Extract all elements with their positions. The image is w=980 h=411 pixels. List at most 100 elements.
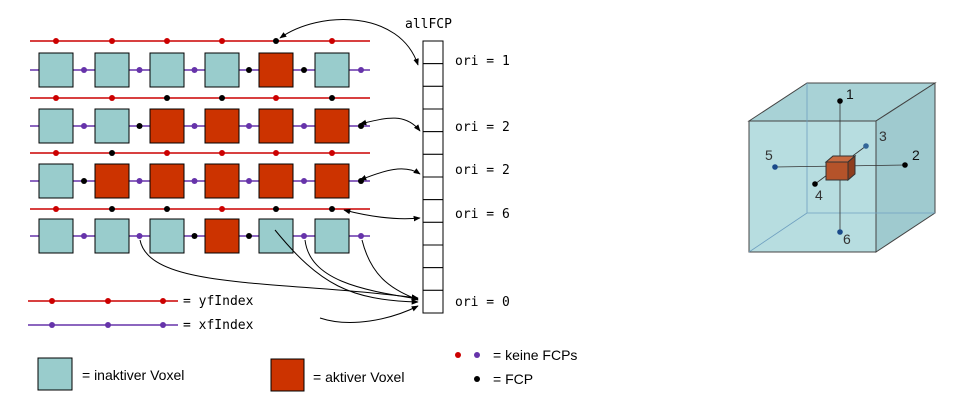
fcp-point-3 bbox=[863, 143, 869, 149]
active-voxel bbox=[314, 108, 350, 144]
voxel-legend: = inaktiver Voxel = aktiver Voxel bbox=[37, 357, 404, 392]
active-voxel bbox=[258, 108, 294, 144]
xf-point bbox=[81, 233, 87, 239]
active-voxel bbox=[258, 163, 294, 199]
cube-hidden-edge bbox=[748, 212, 808, 253]
fcp-point bbox=[273, 206, 279, 212]
array-cell bbox=[422, 267, 444, 291]
yf-point bbox=[219, 150, 225, 156]
xf-point bbox=[301, 178, 307, 184]
fcp-point-1 bbox=[837, 98, 843, 104]
xf-legend-label: = xfIndex bbox=[183, 318, 254, 333]
inactive-voxel bbox=[38, 52, 74, 88]
fcp-point bbox=[109, 206, 115, 212]
fcp-point-icon bbox=[474, 376, 480, 382]
yf-point bbox=[109, 95, 115, 101]
fcp-point bbox=[136, 123, 143, 129]
arrow-ori-0b bbox=[304, 239, 419, 301]
array-label-2: ori = 2 bbox=[455, 120, 510, 135]
array-cell bbox=[422, 153, 444, 178]
arrow-ori-0e bbox=[319, 305, 419, 323]
yf-point bbox=[53, 150, 59, 156]
fcp-label: = FCP bbox=[493, 371, 533, 387]
yf-point bbox=[164, 38, 170, 44]
direction-label-2: 2 bbox=[912, 147, 920, 163]
array-cell bbox=[422, 199, 444, 223]
cube-illustration: 1 2 3 4 5 6 bbox=[747, 82, 937, 253]
xf-legend-dot bbox=[105, 322, 111, 328]
arrow-ori-6 bbox=[343, 208, 421, 222]
inactive-voxel bbox=[204, 52, 240, 88]
active-voxel-label: = aktiver Voxel bbox=[313, 369, 404, 385]
arrow-ori-2a bbox=[359, 117, 421, 132]
active-voxel bbox=[149, 163, 185, 199]
pointer-arrows bbox=[139, 19, 421, 323]
yf-point bbox=[219, 206, 225, 212]
xf-point bbox=[136, 67, 143, 73]
arrow-ori-1 bbox=[279, 19, 419, 66]
center-voxel-front bbox=[825, 161, 849, 181]
xf-point bbox=[301, 123, 307, 129]
fcp-point bbox=[273, 38, 279, 44]
inactive-voxel bbox=[94, 108, 130, 144]
xf-point bbox=[136, 178, 143, 184]
yf-legend-dot bbox=[160, 298, 166, 304]
inactive-voxel bbox=[38, 108, 74, 144]
xf-point bbox=[246, 123, 252, 129]
fcp-point-4 bbox=[812, 181, 818, 187]
fcp-point bbox=[329, 206, 335, 212]
xf-point bbox=[136, 233, 143, 239]
inactive-voxel-swatch bbox=[37, 357, 73, 391]
yf-point bbox=[164, 150, 170, 156]
point-legend: = keine FCPs = FCP bbox=[455, 347, 577, 387]
active-voxel bbox=[204, 163, 240, 199]
array-cell bbox=[422, 289, 444, 314]
direction-label-1: 1 bbox=[846, 86, 854, 102]
inactive-voxel bbox=[94, 52, 130, 88]
array-label-5: ori = 0 bbox=[455, 295, 510, 310]
yf-point bbox=[53, 206, 59, 212]
inactive-voxel bbox=[314, 218, 350, 254]
array-cell bbox=[422, 221, 444, 246]
array-cell bbox=[422, 131, 444, 155]
yf-point bbox=[53, 38, 59, 44]
fcp-point bbox=[164, 95, 170, 101]
array-cells bbox=[422, 40, 444, 314]
yf-legend-label: = yfIndex bbox=[183, 294, 254, 309]
fcp-point bbox=[191, 233, 198, 239]
inactive-voxel bbox=[258, 218, 294, 254]
array-cell bbox=[422, 85, 444, 110]
array-cell bbox=[422, 108, 444, 133]
inactive-voxel bbox=[314, 52, 350, 88]
xf-point bbox=[81, 67, 87, 73]
yf-point bbox=[219, 38, 225, 44]
fcp-point bbox=[246, 233, 252, 239]
fcp-point bbox=[219, 95, 225, 101]
yf-legend-dot bbox=[105, 298, 111, 304]
active-voxel bbox=[258, 52, 294, 88]
fcp-point bbox=[301, 67, 307, 73]
xf-point bbox=[81, 123, 87, 129]
array-cell bbox=[422, 244, 444, 269]
purple-point-icon bbox=[474, 352, 480, 358]
direction-label-5: 5 bbox=[765, 147, 773, 163]
fcp-point bbox=[329, 95, 335, 101]
xf-point bbox=[301, 233, 307, 239]
red-point-icon bbox=[455, 352, 461, 358]
yf-point bbox=[273, 95, 279, 101]
fcp-point bbox=[81, 178, 87, 184]
active-voxel bbox=[204, 108, 240, 144]
xf-point bbox=[358, 233, 364, 239]
voxel-grid bbox=[30, 38, 370, 254]
yf-point bbox=[109, 38, 115, 44]
fcp-point bbox=[109, 150, 115, 156]
arrow-ori-2b bbox=[359, 168, 421, 181]
array-cell bbox=[422, 63, 444, 87]
no-fcp-label: = keine FCPs bbox=[493, 347, 577, 363]
array-title: allFCP bbox=[405, 17, 452, 32]
fcp-point-2 bbox=[902, 162, 908, 168]
array-cell bbox=[422, 176, 444, 201]
fcp-point bbox=[164, 206, 170, 212]
xf-point bbox=[191, 178, 198, 184]
array-label-4: ori = 6 bbox=[455, 207, 510, 222]
